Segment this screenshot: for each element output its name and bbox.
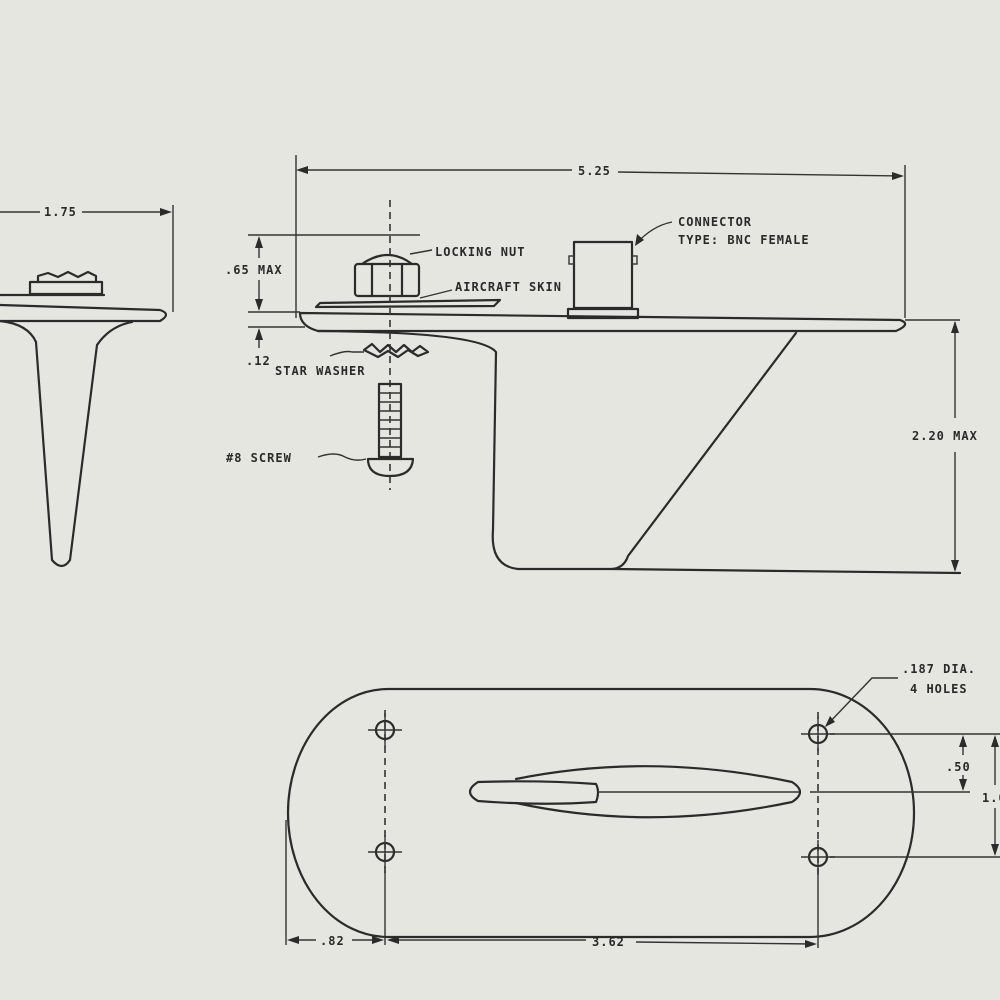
screw	[366, 382, 415, 478]
half-spacing-label: .50	[946, 760, 971, 774]
full-spacing-label: 1.0	[982, 791, 1000, 805]
height-blade-label: 2.20 MAX	[912, 429, 978, 443]
thickness-label: .12	[246, 354, 271, 368]
hole-count-label: 4 HOLES	[910, 682, 968, 696]
plan-view: .187 DIA. 4 HOLES .50 1.0 .82 3.62	[285, 662, 1000, 949]
mounting-hole	[368, 835, 402, 869]
hole-dia-label: .187 DIA.	[902, 662, 976, 676]
front-view: 1.75	[0, 205, 174, 568]
locking-nut-label: LOCKING NUT	[435, 245, 525, 259]
mounting-hole	[368, 713, 402, 747]
connector-type-label: TYPE: BNC FEMALE	[678, 233, 810, 247]
edge-offset-label: .82	[320, 934, 345, 948]
star-washer-label: STAR WASHER	[275, 364, 365, 378]
height-base-label: .65 MAX	[225, 263, 283, 277]
bnc-connector	[566, 240, 640, 320]
connector-title-label: CONNECTOR	[678, 215, 752, 229]
locking-nut	[353, 253, 421, 298]
side-view: 5.25 .65 MAX .12 2.20 MAX AIRCRAFT SKIN	[225, 155, 978, 575]
length-dim-label: 5.25	[578, 164, 611, 178]
screw-label: #8 SCREW	[226, 451, 292, 465]
aircraft-skin-label: AIRCRAFT SKIN	[455, 280, 562, 294]
front-width-label: 1.75	[44, 205, 77, 219]
hole-spacing-label: 3.62	[592, 935, 625, 949]
